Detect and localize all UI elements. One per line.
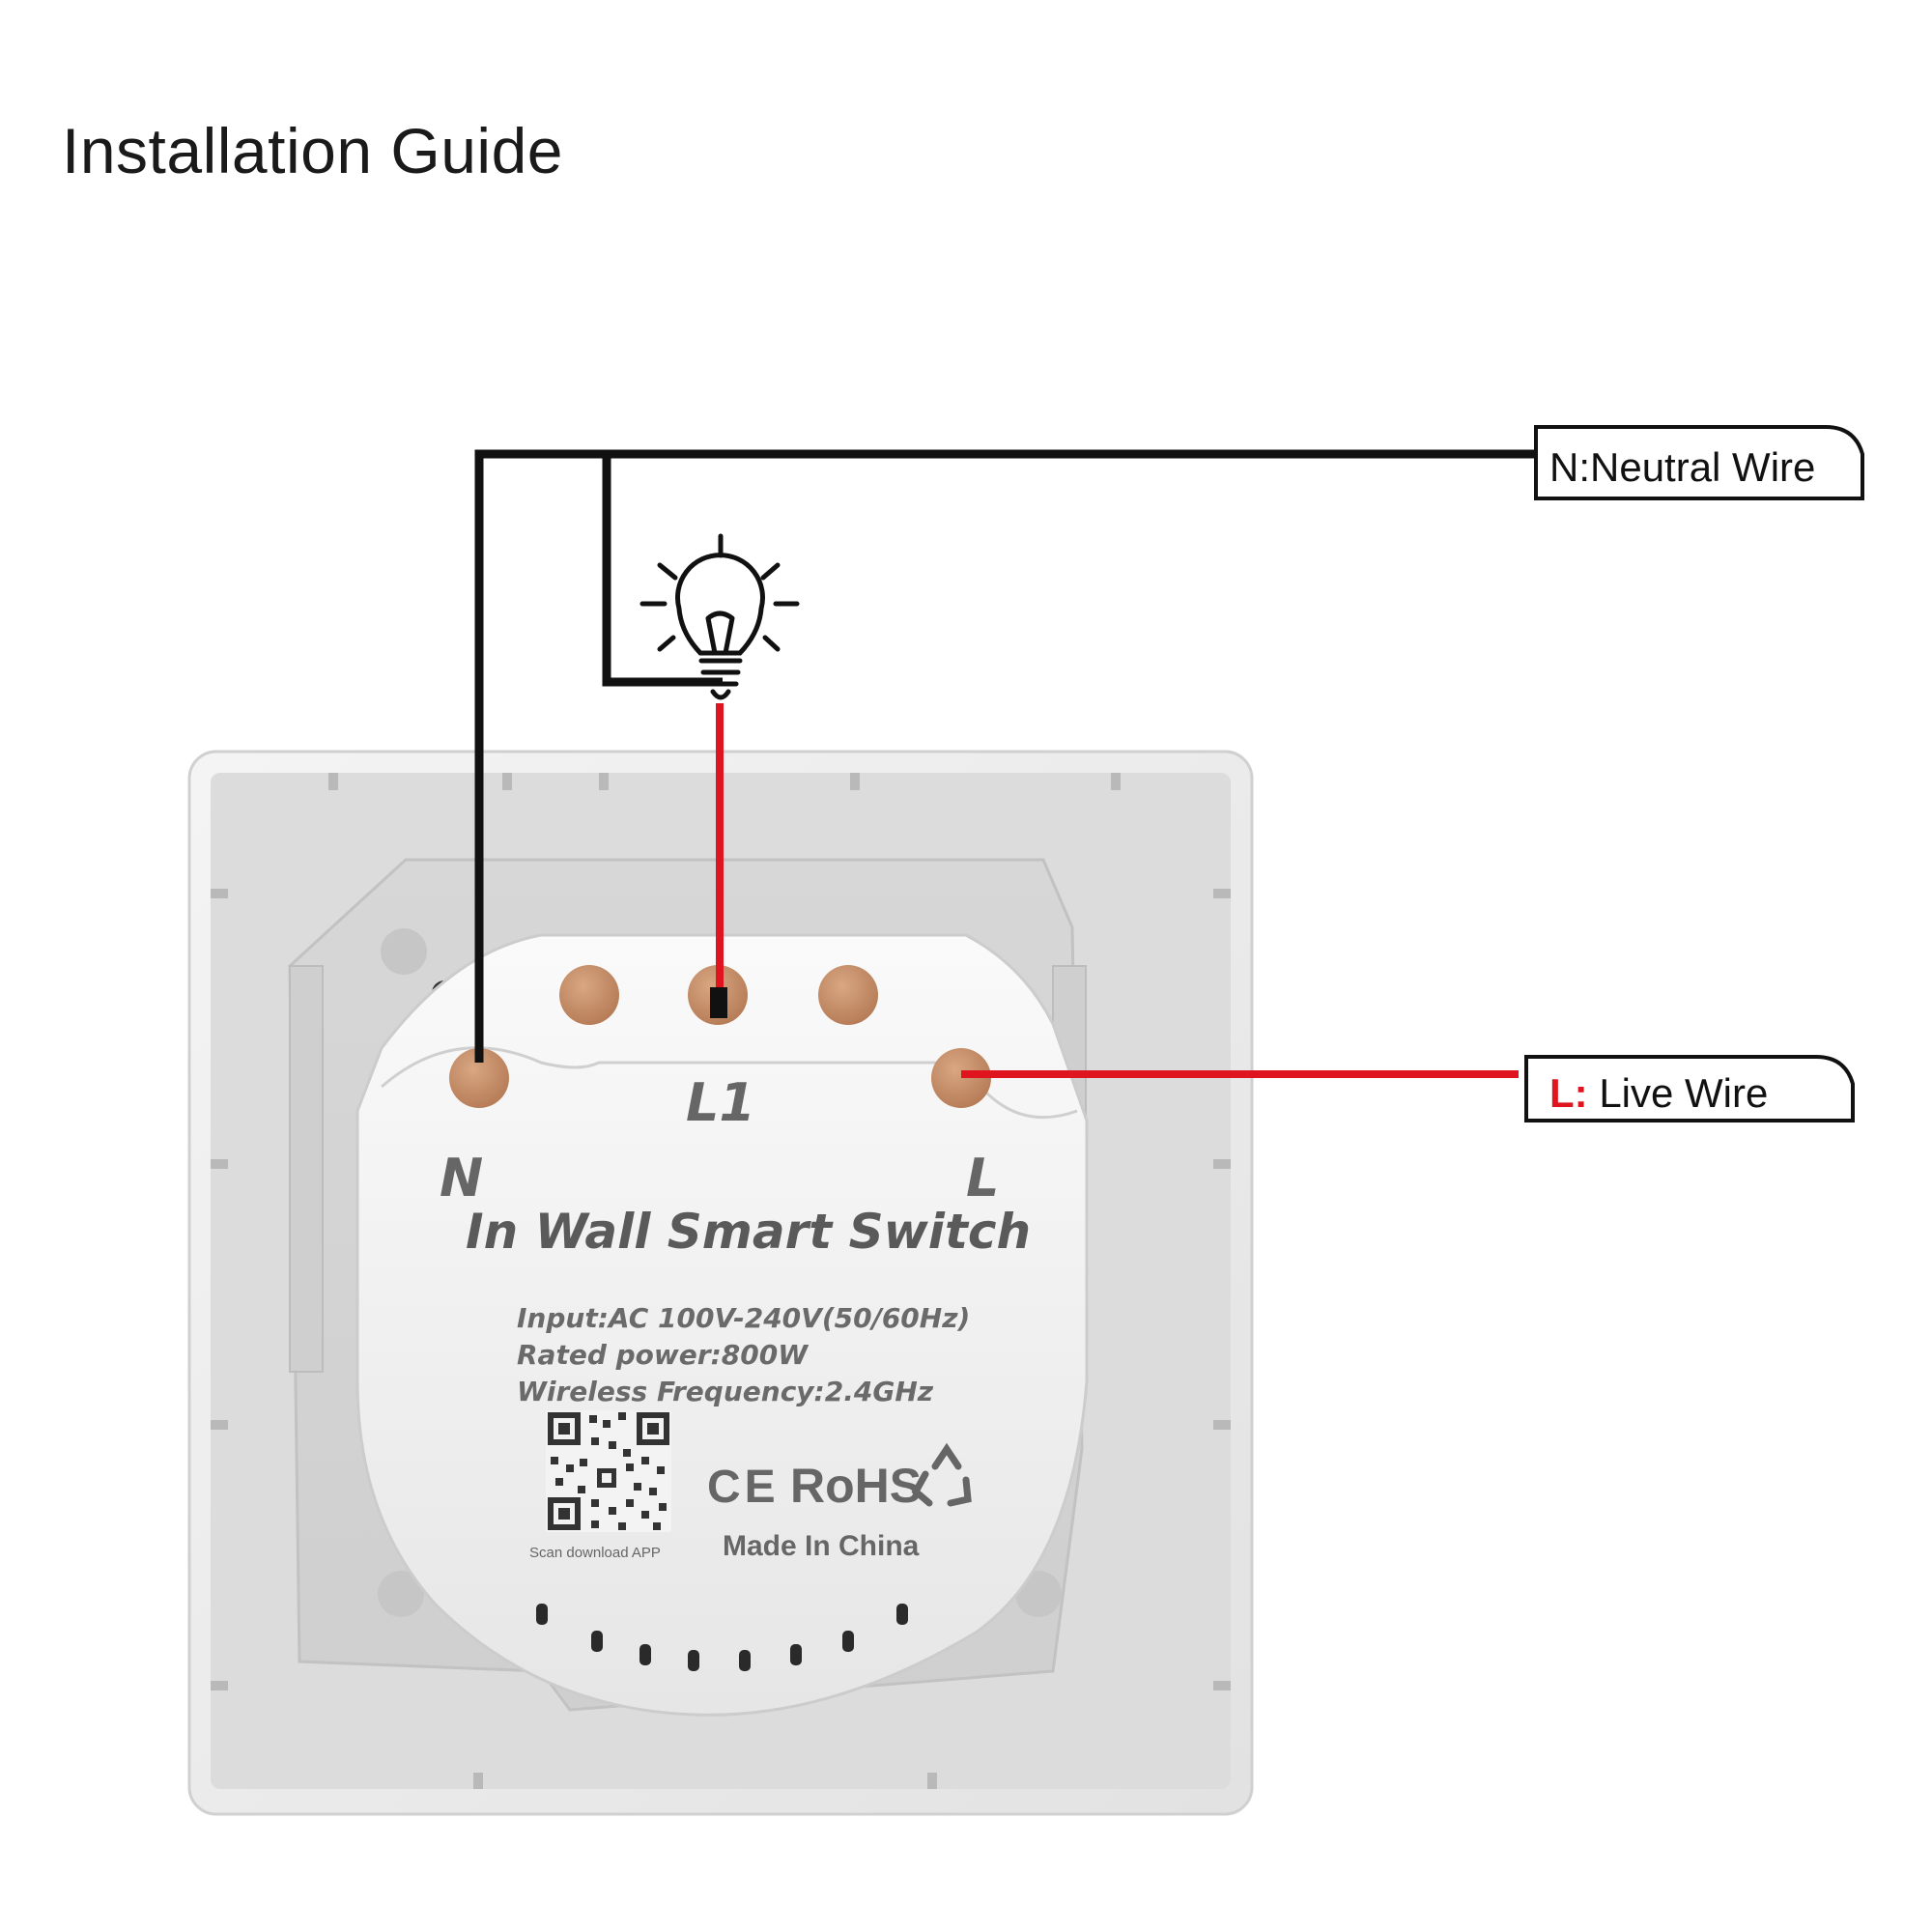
light-bulb-icon — [639, 533, 800, 700]
terminal-l-label: L — [966, 1148, 999, 1208]
qr-code — [546, 1410, 671, 1532]
made-in-label: Made In China — [723, 1530, 920, 1562]
rohs-mark: RoHS — [790, 1459, 922, 1513]
terminal-l1-label: L1 — [686, 1072, 755, 1133]
terminal-n-label: N — [440, 1148, 483, 1208]
smart-switch-module — [355, 933, 1089, 1717]
spec-power: Rated power:800W — [517, 1339, 809, 1371]
live-wire-callout: L: Live Wire — [1524, 1055, 1855, 1122]
device-name: In Wall Smart Switch — [466, 1204, 1031, 1260]
live-wire-label: L: Live Wire — [1549, 1070, 1768, 1116]
live-wire-text: Live Wire — [1588, 1070, 1769, 1116]
live-wire-prefix: L: — [1549, 1070, 1588, 1116]
recycle-icon — [911, 1442, 972, 1507]
spec-wireless: Wireless Frequency:2.4GHz — [517, 1376, 934, 1407]
page-title: Installation Guide — [62, 115, 563, 186]
ce-mark: CE — [707, 1462, 780, 1513]
spec-input: Input:AC 100V-240V(50/60Hz) — [517, 1302, 970, 1334]
qr-caption: Scan download APP — [529, 1545, 661, 1561]
terminal-unused-2 — [818, 965, 878, 1025]
terminal-n — [449, 1048, 509, 1108]
neutral-wire — [474, 449, 1536, 1063]
live-wire — [716, 703, 1519, 1078]
neutral-wire-label: N:Neutral Wire — [1549, 444, 1815, 490]
neutral-wire-callout: N:Neutral Wire — [1534, 425, 1864, 500]
terminal-unused-1 — [559, 965, 619, 1025]
